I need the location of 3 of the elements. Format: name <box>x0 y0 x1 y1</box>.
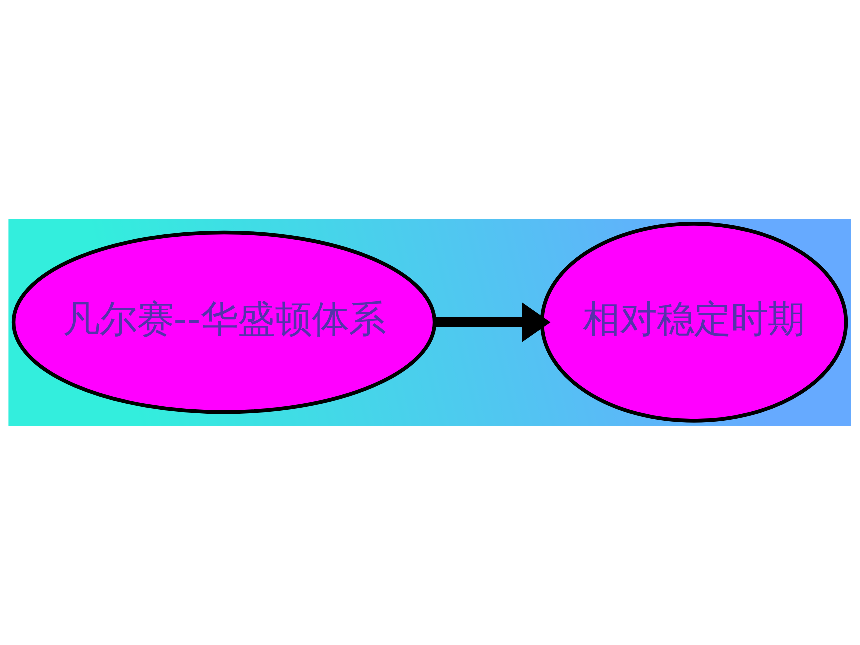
node-ellipse: 相对稳定时期 <box>540 222 848 423</box>
node-ellipse: 凡尔赛--华盛顿体系 <box>12 230 437 414</box>
arrow <box>435 302 551 343</box>
